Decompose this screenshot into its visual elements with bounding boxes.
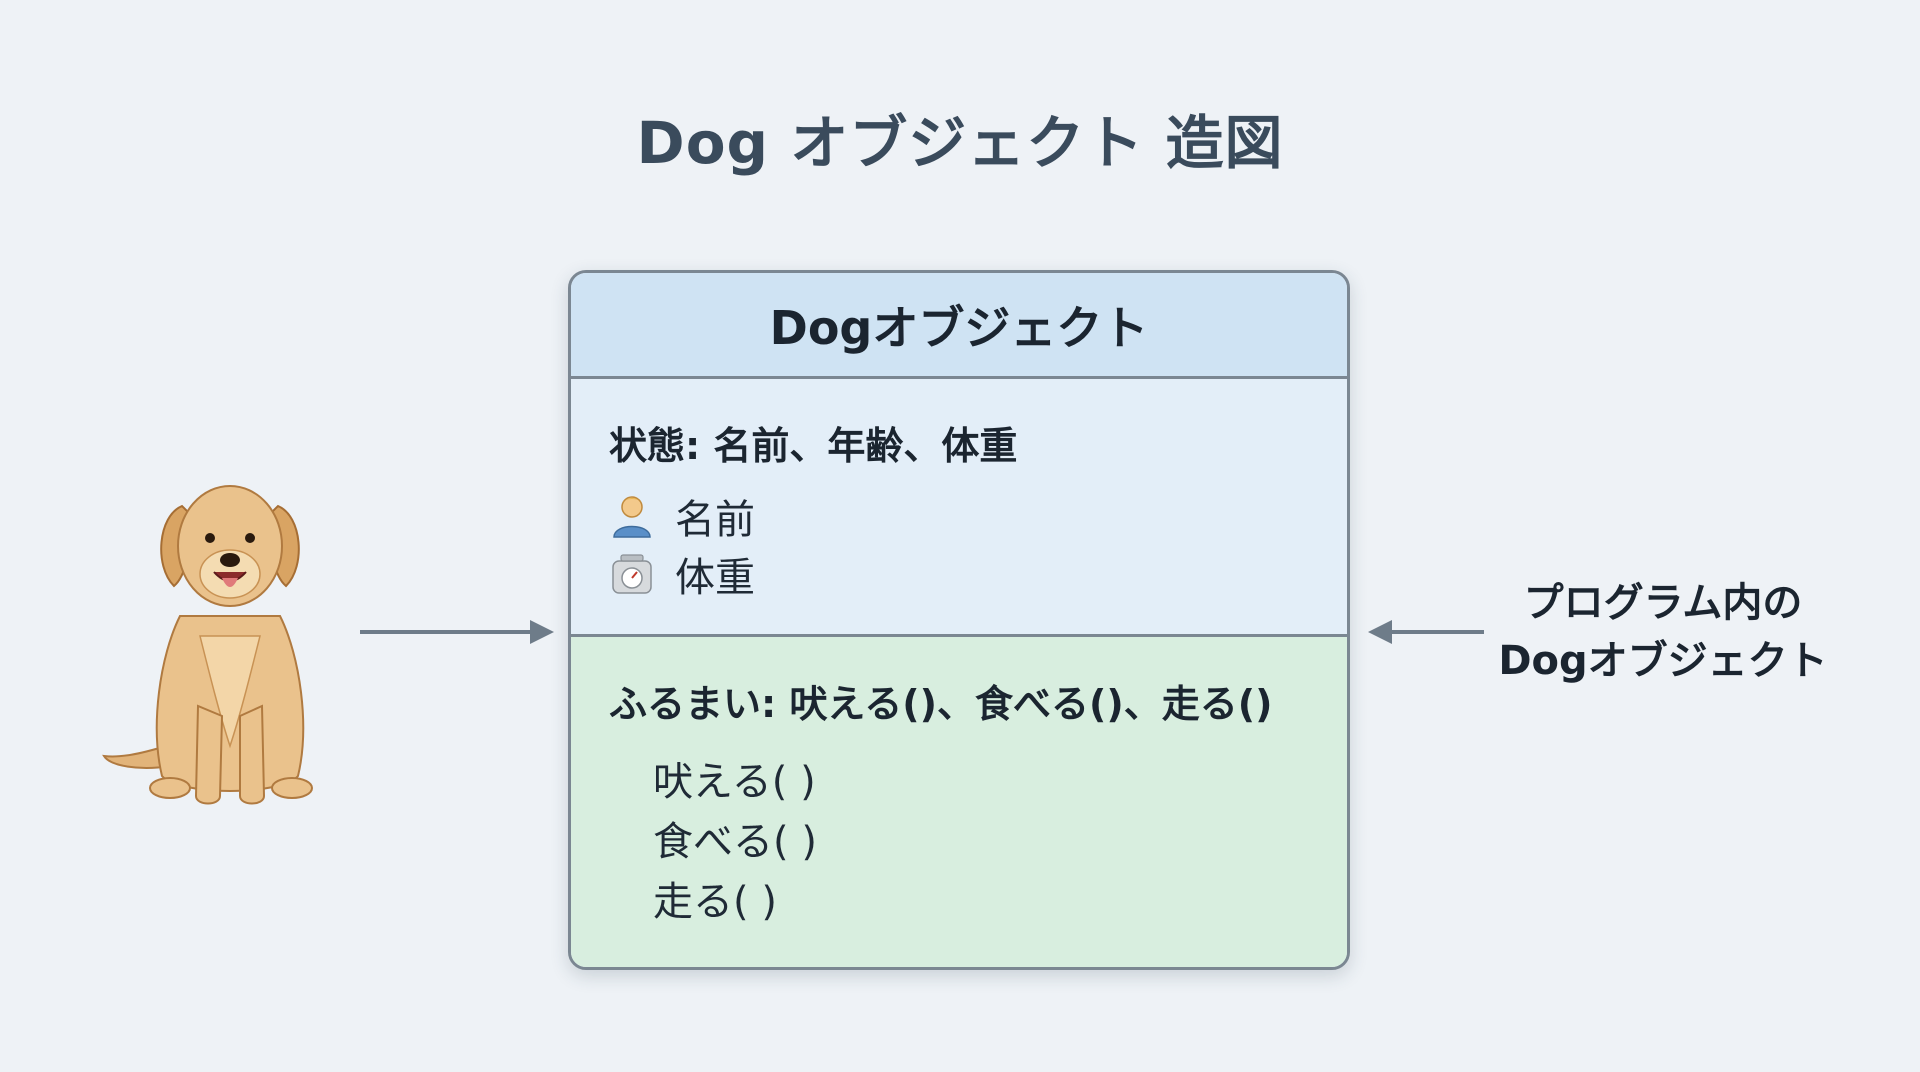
dog-object-card: Dogオブジェクト 状態: 名前、年齢、体重 名前 体重 ふるまい: 吠える()…: [568, 270, 1350, 970]
state-item-label: 名前: [675, 497, 755, 543]
diagram-title: Dog オブジェクト 造図: [636, 109, 1284, 177]
arrow-right-icon: [360, 620, 554, 644]
arrow-left-icon: [1368, 620, 1484, 644]
program-object-caption: プログラム内の Dogオブジェクト: [1488, 574, 1838, 690]
caption-line-1: プログラム内の: [1523, 580, 1803, 626]
method-eat: 食べる( ): [653, 819, 817, 865]
state-section: 状態: 名前、年齢、体重 名前 体重: [571, 379, 1347, 637]
caption-line-2: Dogオブジェクト: [1498, 638, 1828, 684]
person-icon: [613, 496, 651, 538]
method-run: 走る( ): [653, 879, 777, 925]
card-header: Dogオブジェクト: [571, 273, 1347, 379]
state-item-weight: 体重: [609, 545, 755, 603]
scale-icon: [612, 554, 652, 594]
state-heading: 状態: 名前、年齢、体重: [609, 424, 1018, 468]
method-bark: 吠える( ): [653, 759, 816, 805]
dog-illustration: [102, 485, 313, 805]
behavior-heading: ふるまい: 吠える()、食べる()、走る(): [609, 682, 1273, 726]
behavior-section: ふるまい: 吠える()、食べる()、走る() 吠える( ) 食べる( ) 走る(…: [571, 637, 1347, 967]
state-item-name: 名前: [609, 487, 755, 545]
state-item-label: 体重: [675, 555, 755, 601]
